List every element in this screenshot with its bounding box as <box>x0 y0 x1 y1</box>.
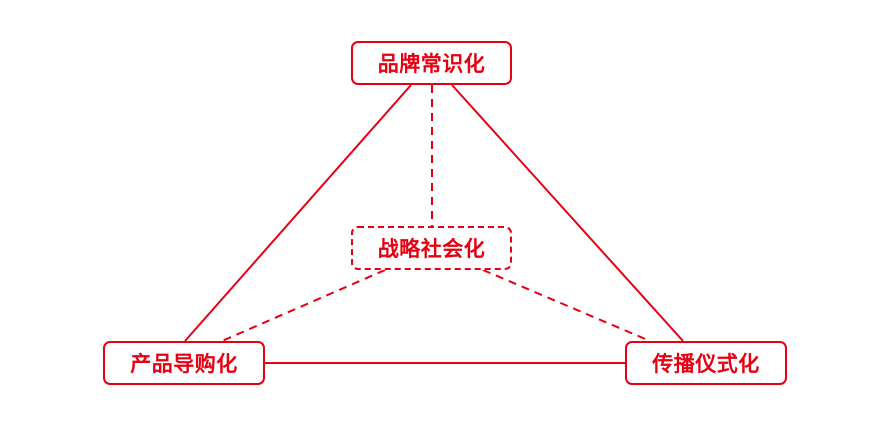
edge-top-left <box>184 84 412 342</box>
node-label: 战略社会化 <box>377 237 486 261</box>
node-label: 品牌常识化 <box>377 52 486 76</box>
node-label: 产品导购化 <box>130 352 238 376</box>
node-product-shopping-guide: 产品导购化 <box>103 341 265 385</box>
edge-center-right <box>482 269 651 342</box>
node-brand-common-sense: 品牌常识化 <box>351 41 512 85</box>
node-communication-ritual: 传播仪式化 <box>625 341 787 385</box>
edge-top-right <box>451 84 684 342</box>
edge-center-left <box>221 269 386 342</box>
node-strategy-socialization: 战略社会化 <box>351 226 512 270</box>
node-label: 传播仪式化 <box>652 352 760 376</box>
